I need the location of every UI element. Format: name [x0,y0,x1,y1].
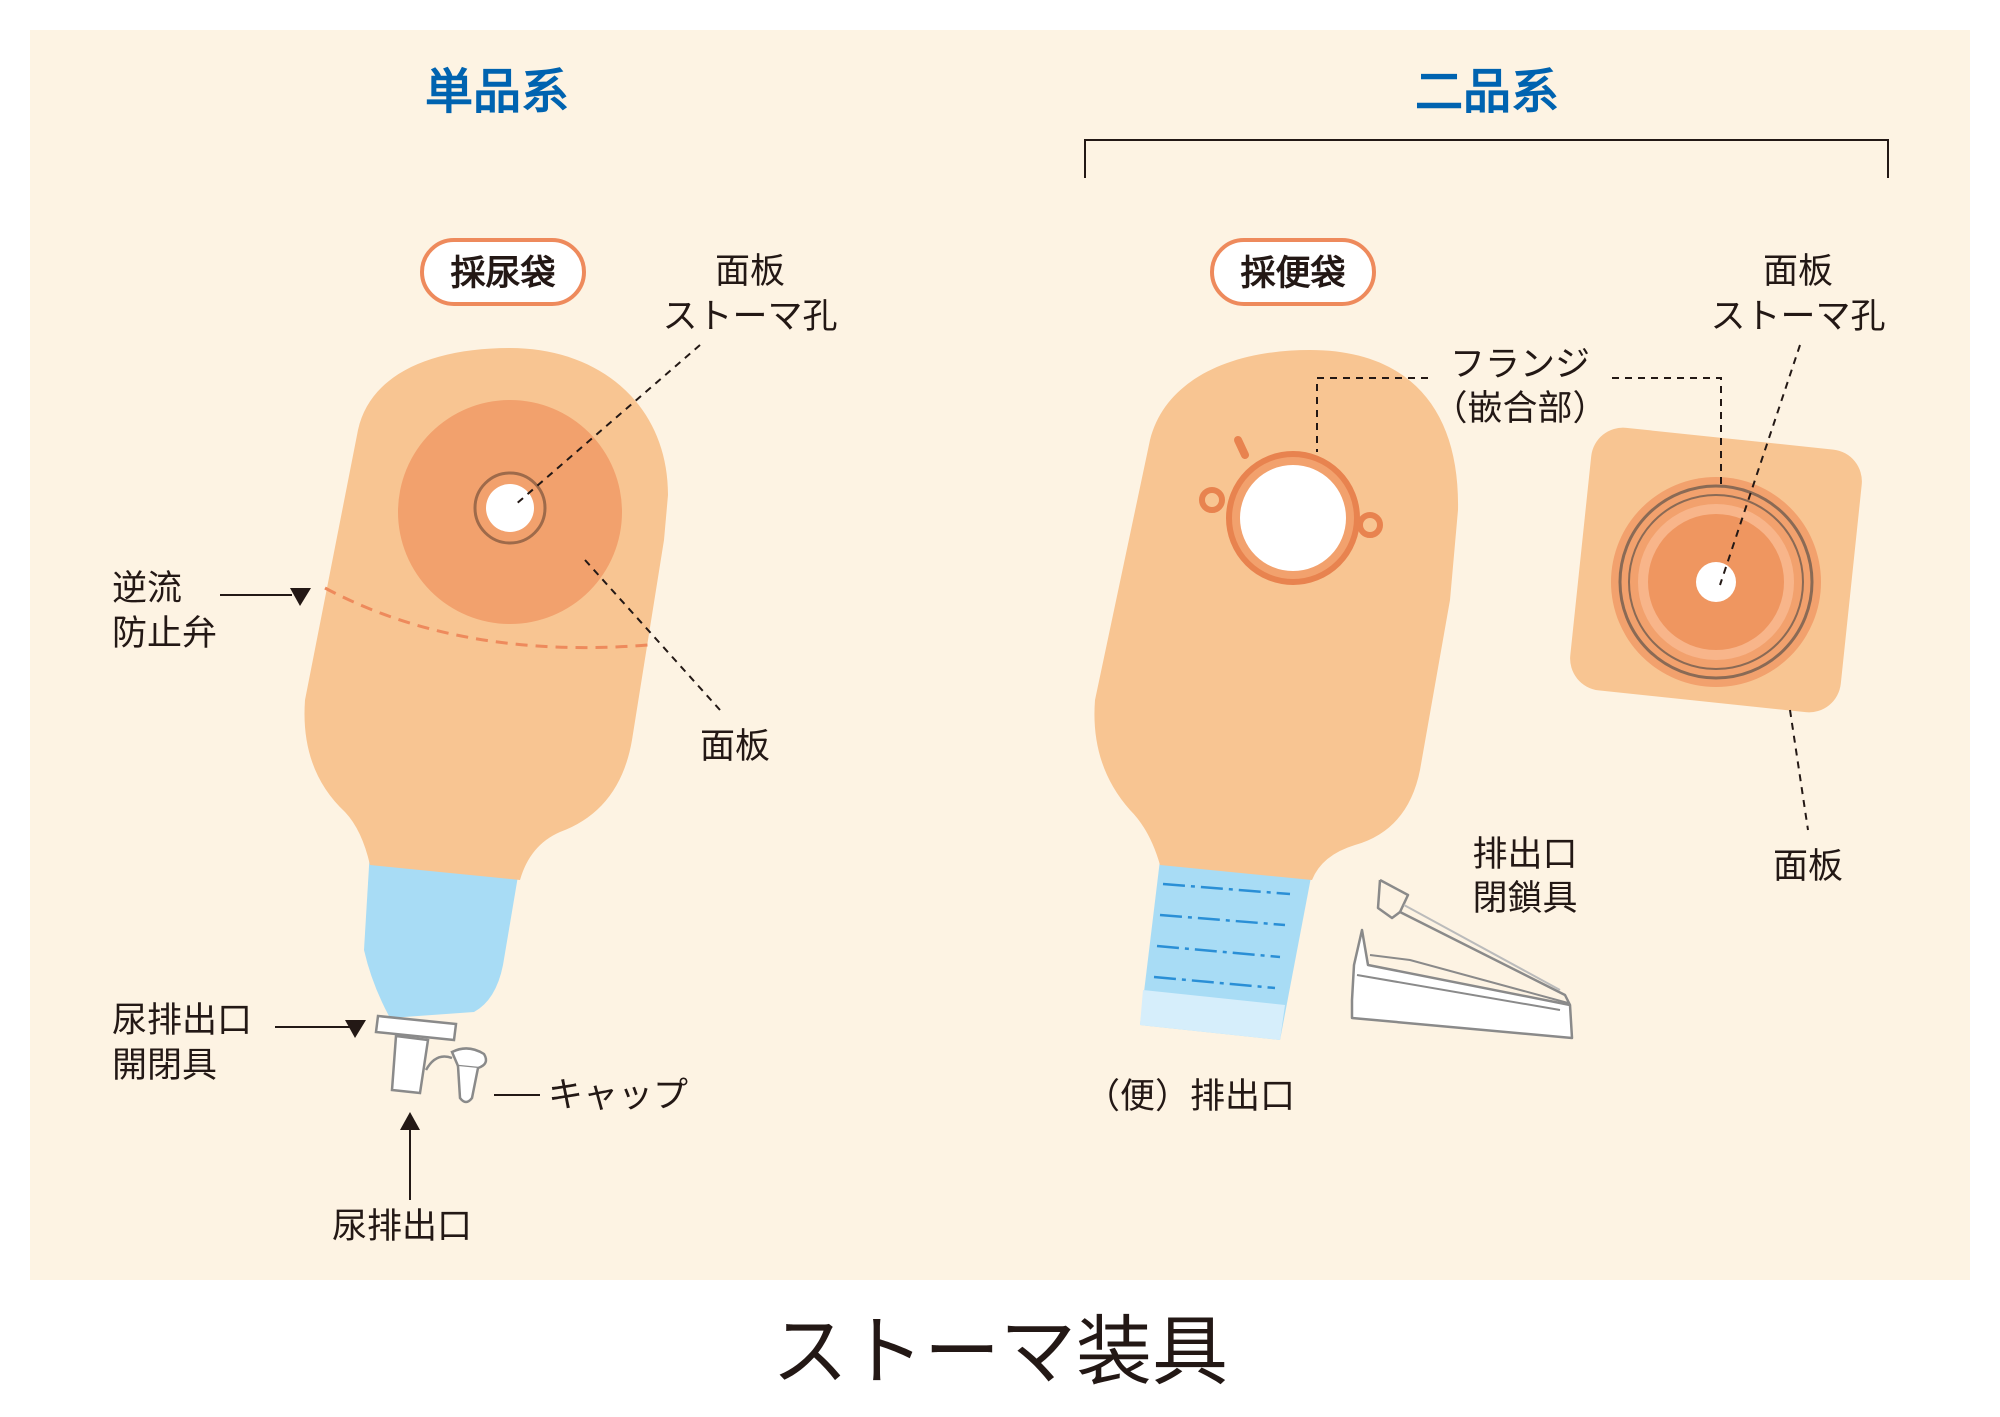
label-faceplate-right-top: 面板 [1763,252,1833,292]
leader-flange-left [1316,377,1428,452]
arrow-urine-valve [345,1020,366,1038]
label-stool-outlet: （便）排出口 [1085,1077,1295,1117]
leader-flange-right [1612,377,1722,485]
label-faceplate-left: 面板 [700,727,770,767]
badge-colostomy-bag: 採便袋 [1210,238,1376,306]
antireflux-valve-line [324,586,649,650]
leader-stoma-hole-top [514,344,701,506]
arrow-antireflux [290,588,311,606]
label-clamp-1: 排出口 [1472,835,1577,875]
baseplate-flange-icon [1570,427,1862,713]
diagram-title: ストーマ装具 [772,1307,1228,1396]
outlet-clamp-icon [1350,878,1574,1040]
label-urine-valve-1: 尿排出口 [112,1001,252,1041]
svg-text:採便袋: 採便袋 [1240,254,1345,294]
two-piece-bracket [1084,139,1889,178]
label-clamp-2: 閉鎖具 [1472,879,1577,919]
stoma-hole-ring [473,471,547,545]
svg-text:採尿袋: 採尿袋 [450,254,555,294]
section-title-one-piece: 単品系 [425,64,569,120]
one-piece-urostomy-pouch-icon [304,348,668,1018]
label-urine-valve-2: 開閉具 [112,1046,217,1086]
label-cap: キャップ [548,1076,688,1116]
label-stoma-hole-right: ストーマ孔 [1710,297,1885,337]
leader-stoma-hole-right [1719,344,1801,586]
cap-icon [424,1047,488,1104]
label-flange-2: （嵌合部） [1432,389,1607,429]
stoma-hole [486,484,534,532]
label-faceplate-top: 面板 [715,252,785,292]
badge-urostomy-bag: 採尿袋 [420,238,586,306]
label-stoma-hole-top: ストーマ孔 [662,297,837,337]
colostomy-pouch-body [1094,350,1459,880]
label-faceplate-right: 面板 [1773,847,1843,887]
label-urine-outlet: 尿排出口 [332,1207,472,1247]
urine-drain-tube [364,850,518,1018]
section-title-two-piece: 二品系 [1415,64,1559,120]
drain-valve-icon [374,1014,458,1095]
stool-outlet-tail-end [1140,990,1285,1040]
two-piece-colostomy-pouch-icon [1094,350,1459,1040]
label-antireflux-2: 防止弁 [112,614,217,654]
flange [1199,436,1383,585]
label-flange-1: フランジ [1450,345,1590,385]
label-antireflux-1: 逆流 [112,569,182,609]
arrow-urine-outlet [400,1112,420,1130]
